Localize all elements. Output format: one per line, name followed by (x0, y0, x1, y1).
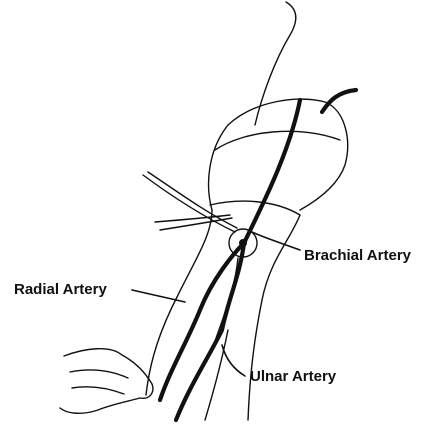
cuff-band-lower (210, 201, 300, 215)
elbow-crease (212, 258, 238, 350)
brachial-artery-label: Brachial Artery (304, 248, 411, 263)
upper-arm-outline (209, 99, 348, 210)
radial-artery (160, 243, 244, 400)
forearm-outline-right (248, 215, 300, 420)
hand-finger-2 (72, 387, 124, 394)
radial-artery-label: Radial Artery (14, 282, 107, 297)
cuff-tube (255, 2, 296, 125)
brachial-leader (252, 232, 300, 250)
ulnar-leader (222, 345, 245, 376)
hand-finger-1 (70, 370, 128, 378)
hand-outline (60, 349, 153, 414)
cuff-cable (322, 90, 356, 112)
ulnar-artery-label: Ulnar Artery (250, 369, 336, 384)
brachial-artery (244, 100, 300, 243)
stethoscope-tube-4 (160, 218, 232, 230)
ulnar-artery (176, 243, 244, 420)
cuff-band (215, 131, 340, 150)
